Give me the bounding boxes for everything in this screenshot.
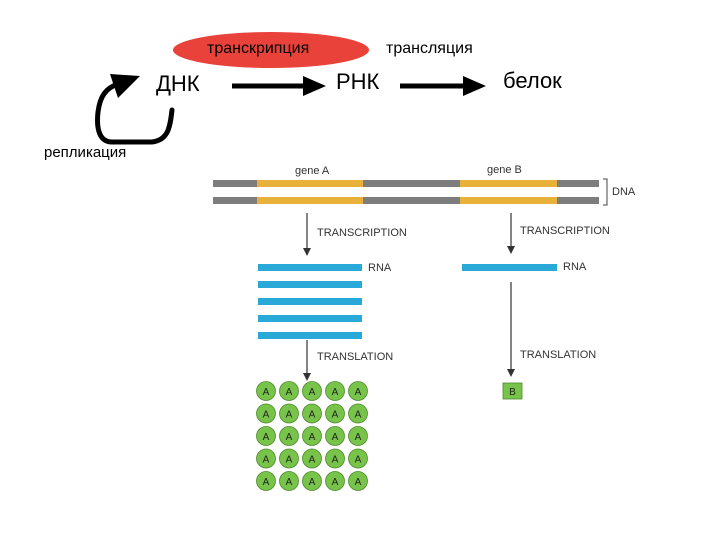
protein-a-label: A	[309, 387, 316, 398]
dna-label: DNA	[612, 186, 636, 198]
protein-a-label: A	[263, 455, 270, 466]
protein-a-molecule: A	[256, 426, 276, 446]
protein-a-molecule: A	[279, 426, 299, 446]
rna-a-strand	[258, 298, 362, 305]
protein-node-label: белок	[503, 68, 562, 93]
protein-a-molecule: A	[256, 448, 276, 469]
protein-a-molecule: A	[348, 471, 368, 491]
protein-a-molecule: A	[279, 448, 299, 469]
protein-a-label: A	[286, 387, 293, 398]
protein-a-label: A	[355, 410, 362, 421]
protein-a-label: A	[263, 432, 270, 443]
dna-node-label: ДНК	[156, 71, 200, 96]
protein-a-molecule: A	[348, 426, 368, 446]
dna-bracket	[603, 178, 608, 206]
protein-a-molecule: A	[279, 471, 299, 491]
protein-a-label: A	[263, 387, 270, 398]
protein-a-label: A	[355, 387, 362, 398]
transcription-a-label: TRANSCRIPTION	[317, 227, 407, 239]
protein-a-molecule: A	[302, 448, 322, 469]
protein-a-label: A	[309, 410, 316, 421]
protein-a-label: A	[263, 410, 270, 421]
protein-a-label: A	[286, 455, 293, 466]
rna-a-strand	[258, 264, 362, 271]
replication-label: репликация	[44, 144, 127, 161]
replication-loop-arrow	[95, 74, 175, 145]
protein-a-molecule: A	[325, 381, 345, 401]
protein-a-label: A	[332, 455, 339, 466]
protein-a-label: A	[332, 387, 339, 398]
translation-a-label: TRANSLATION	[317, 351, 393, 363]
rna-a-strand	[258, 281, 362, 288]
protein-a-label: A	[309, 455, 316, 466]
protein-a-molecule: A	[256, 381, 276, 401]
translation-label: трансляция	[386, 40, 473, 57]
rna-a-label: RNA	[368, 262, 392, 274]
protein-a-label: A	[332, 477, 339, 488]
protein-a-label: A	[309, 432, 316, 443]
protein-a-molecule: A	[302, 381, 322, 401]
protein-a-molecule: A	[325, 426, 345, 446]
protein-a-molecule: A	[348, 381, 368, 401]
protein-a-molecule: A	[302, 426, 322, 446]
protein-a-molecule: A	[325, 448, 345, 469]
rna-a-strands	[258, 264, 362, 339]
protein-a-molecule: A	[256, 471, 276, 491]
protein-a-label: A	[263, 477, 270, 488]
dna-to-rna-arrow	[232, 76, 326, 96]
protein-a-molecule: A	[256, 403, 276, 424]
protein-a-label: A	[355, 455, 362, 466]
gene-a-label: gene A	[295, 165, 330, 177]
rna-to-protein-arrow	[400, 76, 486, 96]
gene-b-segment	[460, 180, 557, 187]
rna-b-strand	[462, 264, 557, 271]
protein-a-molecule: A	[279, 381, 299, 401]
protein-a-label: A	[286, 432, 293, 443]
protein-a-label: A	[355, 432, 362, 443]
transcription-label: транскрипция	[207, 40, 310, 57]
protein-a-label: A	[286, 477, 293, 488]
protein-a-molecule: A	[325, 471, 345, 491]
rna-b-label: RNA	[563, 261, 587, 273]
protein-a-molecule: A	[302, 403, 322, 424]
protein-a-molecule: A	[325, 403, 345, 424]
translation-b-label: TRANSLATION	[520, 349, 596, 361]
protein-b-molecule: B	[502, 382, 523, 400]
protein-a-label: A	[332, 432, 339, 443]
protein-b-label: B	[509, 387, 516, 398]
protein-a-label: A	[309, 477, 316, 488]
dna-double-strand	[213, 180, 599, 204]
transcription-highlight	[173, 32, 369, 68]
gene-b-label: gene B	[487, 164, 522, 176]
transcription-b-label: TRANSCRIPTION	[520, 225, 610, 237]
protein-a-label: A	[355, 477, 362, 488]
protein-a-molecule: A	[302, 471, 322, 491]
rna-a-strand	[258, 315, 362, 322]
rna-a-strand	[258, 332, 362, 339]
rna-node-label: РНК	[336, 69, 380, 94]
protein-a-label: A	[286, 410, 293, 421]
protein-a-molecule: A	[348, 448, 368, 469]
gene-a-segment	[257, 180, 363, 187]
protein-a-molecule: A	[279, 403, 299, 424]
protein-a-label: A	[332, 410, 339, 421]
protein-a-molecule: A	[348, 403, 368, 424]
